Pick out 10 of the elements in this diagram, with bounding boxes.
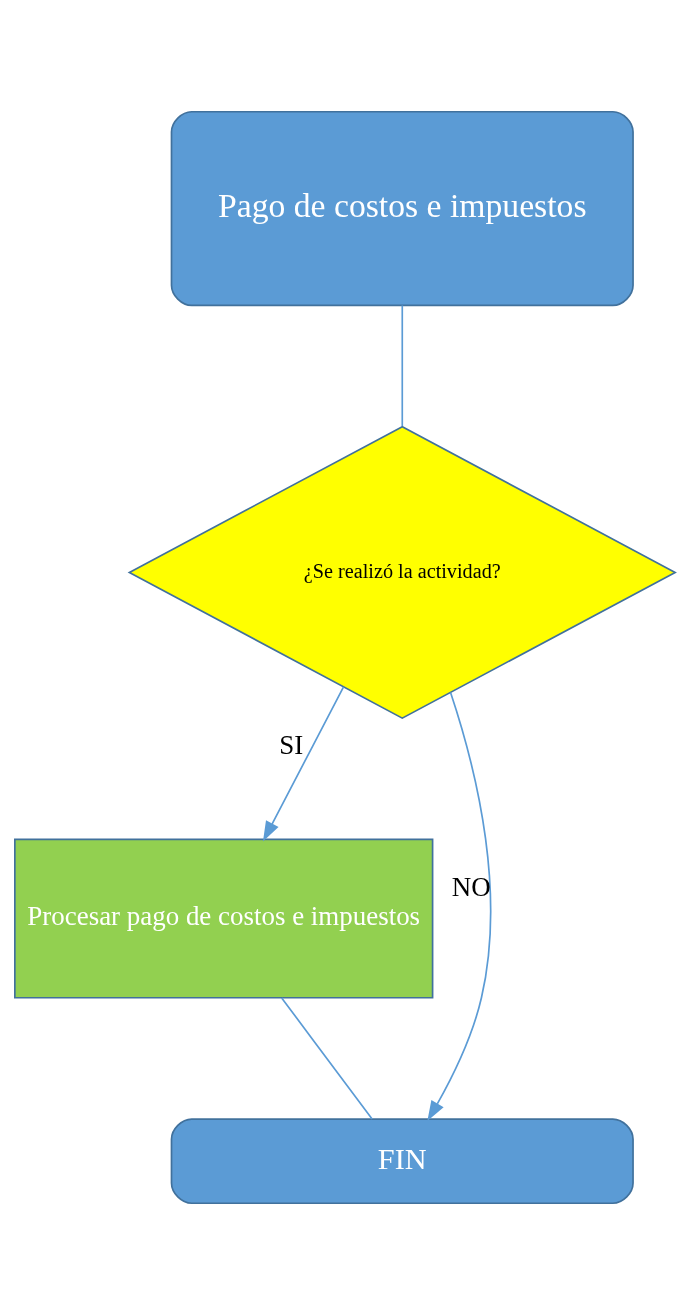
edge-label: SI (279, 729, 304, 760)
node-box: Procesar pago de costos e impuestos (14, 838, 434, 999)
arrow (427, 691, 492, 1121)
arrow (262, 685, 345, 842)
connector (401, 304, 404, 427)
node-diamond: ¿Se realizó la actividad? (127, 425, 677, 719)
edge-label: NO (451, 871, 491, 902)
node-box: FIN (170, 1117, 634, 1204)
connector (280, 996, 373, 1120)
node-box: Pago de costos e impuestos (170, 110, 634, 306)
